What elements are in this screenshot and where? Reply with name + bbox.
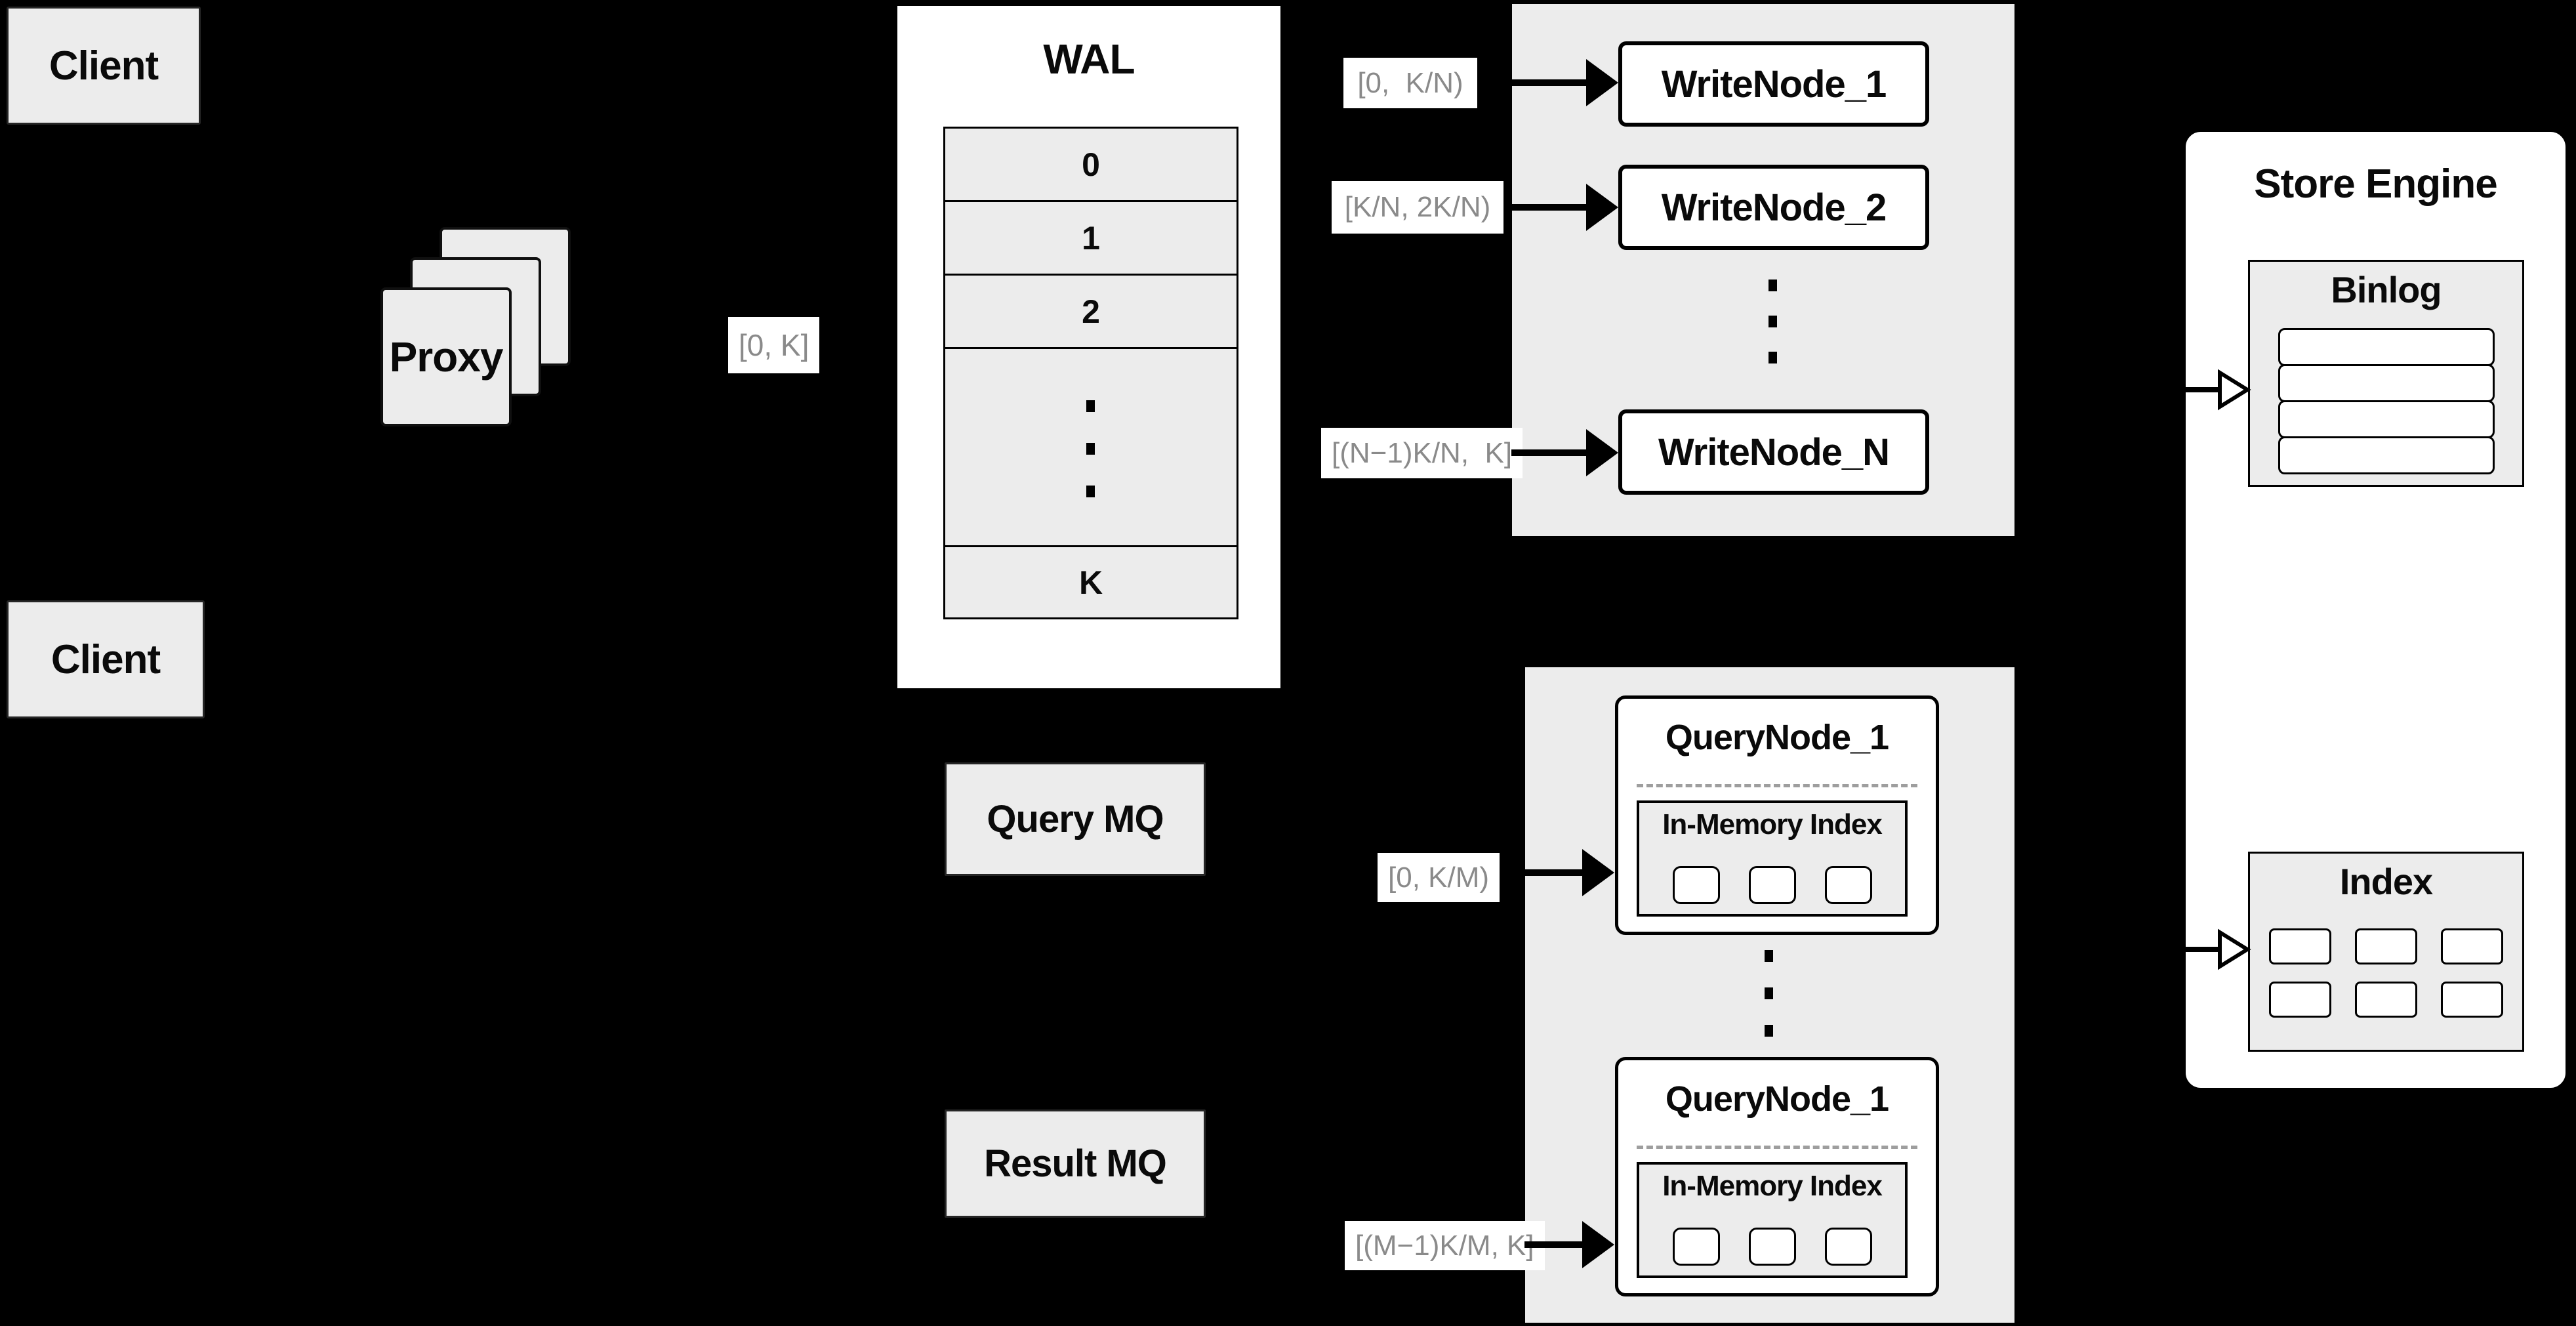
client-bottom-label: Client — [51, 636, 161, 682]
query-node-bottom-title: QueryNode_1 — [1665, 1079, 1889, 1119]
client-box-bottom: Client — [7, 600, 205, 718]
range-chip-proxy: [0, K] — [728, 317, 820, 373]
in-memory-index-title-top: In-Memory Index — [1662, 808, 1883, 840]
ellipsis-dot — [1765, 950, 1773, 962]
in-memory-index-title-bottom: In-Memory Index — [1662, 1170, 1883, 1202]
wal-row-0: 0 — [943, 127, 1238, 202]
arrow-write-node-1 — [1511, 59, 1618, 106]
arrow-write-node-2 — [1511, 184, 1618, 231]
ellipsis-dot — [1086, 400, 1095, 412]
index-cell — [2441, 928, 2503, 964]
ellipsis-dot — [1768, 352, 1777, 363]
range-chip-write-n: [(N−1)K/N, K] — [1321, 428, 1523, 478]
wal-title: WAL — [1043, 35, 1135, 83]
result-mq-label: Result MQ — [984, 1142, 1167, 1185]
open-arrow-index — [2186, 928, 2251, 970]
ellipsis-dot — [1765, 987, 1773, 999]
binlog-rows — [2250, 328, 2522, 474]
proxy-card-front: Proxy — [380, 287, 512, 426]
in-memory-index-box-bottom: In-Memory Index — [1637, 1162, 1908, 1278]
arrow-write-node-n — [1511, 429, 1618, 476]
arrow-query-node-bottom — [1524, 1221, 1614, 1268]
index-cells — [2250, 928, 2522, 1018]
memory-segments-bottom — [1639, 1228, 1905, 1266]
range-chip-write-1: [0, K/N) — [1343, 58, 1477, 108]
wal-row-1: 1 — [943, 200, 1238, 276]
query-mq-label: Query MQ — [987, 798, 1164, 840]
binlog-row — [2278, 436, 2495, 474]
binlog-title: Binlog — [2331, 269, 2442, 310]
index-box: Index — [2248, 852, 2524, 1052]
binlog-box: Binlog — [2248, 260, 2524, 487]
range-chip-write-2: [K/N, 2K/N) — [1332, 181, 1503, 234]
result-mq-box: Result MQ — [945, 1109, 1206, 1218]
wal-row-ellipsis — [943, 347, 1238, 547]
query-node-bottom-separator — [1637, 1146, 1917, 1149]
ellipsis-dot — [1768, 316, 1777, 327]
wal-table: 0 1 2 K — [941, 127, 1240, 619]
binlog-row — [2278, 364, 2495, 402]
memory-segment — [1748, 1228, 1796, 1266]
wal-row-2: 2 — [943, 274, 1238, 349]
open-arrow-binlog — [2186, 369, 2251, 411]
index-title: Index — [2339, 861, 2433, 902]
proxy-label: Proxy — [389, 333, 504, 381]
index-cell — [2355, 928, 2417, 964]
arrow-query-node-top — [1524, 849, 1614, 896]
memory-segment — [1824, 1228, 1872, 1266]
write-node-1-box: WriteNode_1 — [1618, 41, 1929, 127]
client-top-label: Client — [49, 43, 159, 89]
query-node-top-title: QueryNode_1 — [1665, 718, 1889, 757]
memory-segment — [1672, 866, 1720, 904]
in-memory-index-box-top: In-Memory Index — [1637, 800, 1908, 917]
query-node-top-box: QueryNode_1 In-Memory Index — [1615, 695, 1939, 935]
memory-segment — [1748, 866, 1796, 904]
range-chip-query-1: [0, K/M) — [1378, 853, 1500, 902]
index-cell — [2441, 982, 2503, 1018]
index-cell — [2269, 928, 2331, 964]
write-node-2-box: WriteNode_2 — [1618, 165, 1929, 250]
ellipsis-dot — [1765, 1025, 1773, 1037]
ellipsis-dot — [1086, 443, 1095, 455]
memory-segment — [1672, 1228, 1720, 1266]
binlog-row — [2278, 400, 2495, 438]
ellipsis-dot — [1086, 486, 1095, 497]
index-cell — [2355, 982, 2417, 1018]
range-chip-query-m: [(M−1)K/M, K] — [1345, 1221, 1545, 1270]
memory-segment — [1824, 866, 1872, 904]
query-mq-box: Query MQ — [945, 762, 1206, 876]
wal-row-k: K — [943, 545, 1238, 619]
store-engine-title: Store Engine — [2254, 161, 2497, 207]
query-node-bottom-box: QueryNode_1 In-Memory Index — [1615, 1057, 1939, 1296]
client-box-top: Client — [7, 7, 201, 125]
binlog-row — [2278, 328, 2495, 366]
ellipsis-dot — [1768, 280, 1777, 291]
wal-panel: WAL 0 1 2 K — [895, 4, 1282, 690]
query-node-top-separator — [1637, 784, 1917, 787]
write-node-n-box: WriteNode_N — [1618, 409, 1929, 495]
memory-segments-top — [1639, 866, 1905, 904]
index-cell — [2269, 982, 2331, 1018]
